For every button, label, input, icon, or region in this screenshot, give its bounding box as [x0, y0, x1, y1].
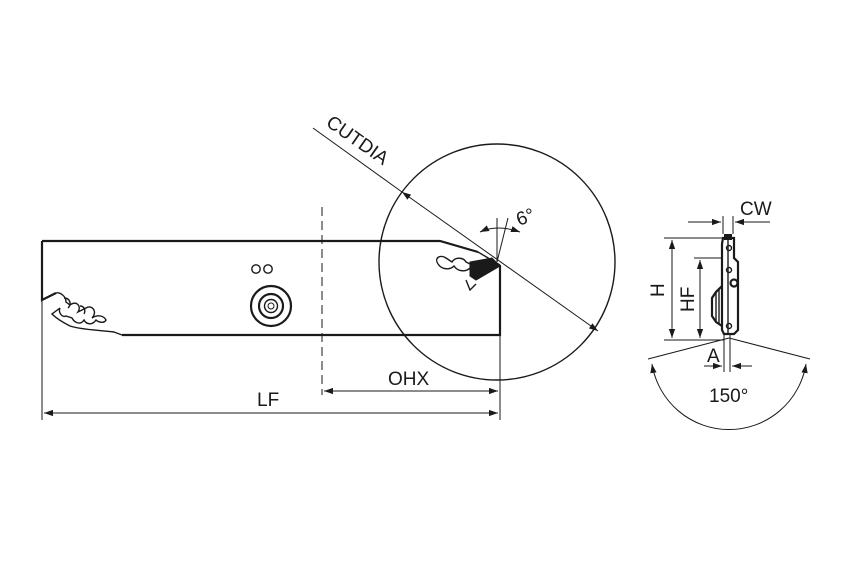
insert-head: [436, 255, 501, 292]
a-label: A: [707, 346, 720, 367]
angle150-right-leg: [728, 337, 811, 360]
left-clamp-relief: [50, 292, 123, 336]
holder-body: [40, 239, 502, 337]
cutting-diameter-circle: [378, 143, 616, 381]
clamp-screw-outer: [249, 284, 293, 328]
angle150-left-leg: [647, 337, 730, 360]
hf-label: HF: [678, 287, 699, 312]
lf-label: LF: [257, 390, 279, 411]
clamp-screw-middle: [257, 292, 285, 320]
end-view: [710, 234, 740, 336]
angle-ref-tilted: [496, 217, 509, 263]
clamp-screw-core: [267, 302, 275, 310]
cutdia-label: CUTDIA: [322, 112, 392, 170]
angle-arc: [479, 225, 521, 233]
h-label: H: [648, 283, 669, 297]
ohx-label: OHX: [388, 369, 430, 390]
cutdia-dimension-line: [401, 191, 599, 332]
clamp-screw-inner: [263, 298, 279, 314]
cutting-insert: [469, 257, 501, 281]
cutdia-leader: [312, 127, 403, 193]
pin-hole-left: [251, 264, 261, 274]
angle-label: 6°: [514, 205, 538, 231]
angle150-label: 150°: [709, 386, 748, 407]
holder-holes: [249, 264, 293, 328]
pin-hole-right: [263, 264, 273, 274]
angle150-arc: [650, 363, 808, 431]
cw-label: CW: [740, 199, 772, 220]
